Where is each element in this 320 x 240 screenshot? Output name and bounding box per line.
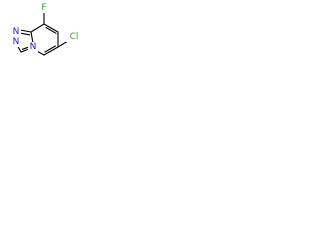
pyridine-ring — [30, 23, 59, 56]
atom-label-fluorine: F — [41, 3, 46, 13]
atom-label-nitrogen-1: N — [13, 27, 20, 37]
structure-diagram: F N N N Cl — [11, 3, 82, 56]
atom-nitrogen-2: N — [11, 37, 21, 47]
bond-c8-c7 — [43, 23, 59, 33]
bond-c8a-n1 — [19, 29, 32, 33]
atom-label-nitrogen-bridge: N — [30, 42, 37, 52]
atom-label-chlorine: Cl — [70, 32, 79, 42]
atom-nitrogen-bridge: N — [28, 42, 38, 52]
bond-c6-c5 — [43, 46, 59, 56]
atom-fluorine: F — [39, 3, 49, 13]
bond-c8-c7-inner — [45, 26, 57, 34]
atom-chlorine: Cl — [66, 32, 82, 42]
bond-c8a-c8 — [30, 23, 45, 33]
bond-n4-c8a — [30, 31, 34, 44]
bond-c8a-n1-inner — [19, 32, 31, 36]
atom-label-nitrogen-2: N — [13, 37, 20, 47]
bond-c6-c5-inner — [44, 45, 56, 53]
bond-c3-n4 — [20, 48, 30, 53]
atom-nitrogen-1: N — [11, 27, 21, 37]
bond-c3-n4-inner — [21, 46, 29, 50]
